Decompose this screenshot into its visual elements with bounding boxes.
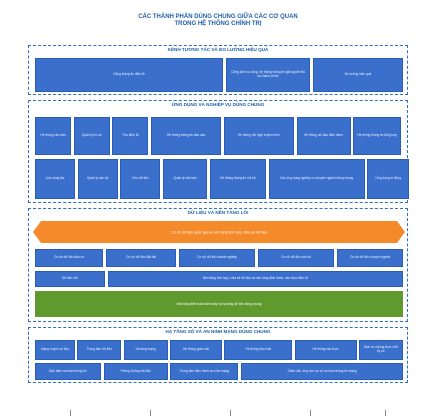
application-box-row1-7: Hệ thống thông tin tổng hợp <box>353 117 402 155</box>
data-box-3: Cơ sở dữ liệu doanh nghiệp <box>179 249 255 267</box>
application-box-row2-3: Kho dữ liệu <box>120 159 161 199</box>
infrastructure-box-row1-2: Trung tâm dữ liệu <box>77 340 122 360</box>
interaction-section: KÊNH TƯƠNG TÁC VÀ ĐO LƯỜNG HIỆU QUẢ Cổng… <box>28 45 408 95</box>
data-platform-arrow <box>33 221 405 243</box>
infrastructure-box-row2-4: Giám sát, ứng cứu sự cố an toàn thông ti… <box>241 363 404 380</box>
bottom-tick <box>385 410 386 416</box>
data-platform-banner: Cơ sở dữ liệu quốc gia và nền tảng tích … <box>33 221 405 243</box>
data-box-5: Cơ sở dữ liệu chuyên ngành <box>337 249 403 267</box>
data-box-1: Cơ sở dữ liệu dân cư <box>35 249 103 267</box>
cloud-platform-box: Nền tảng điện toán đám mây và hạ tầng dữ… <box>35 291 403 317</box>
application-box-row2-1: Lịch công tác <box>35 159 75 199</box>
infrastructure-box-row2-2: Phòng chống mã độc <box>103 363 168 380</box>
infrastructure-box-row1-5: Hệ thống bảo mật <box>224 340 293 360</box>
application-box-row2-2: Quản lý cán bộ <box>77 159 118 199</box>
measurement-box: Đo lường hiệu quả <box>313 58 403 92</box>
application-box-row2-6: Các ứng dụng nghiệp vụ chuyên ngành dùng… <box>268 159 365 199</box>
bottom-tick <box>150 410 151 416</box>
infrastructure-box-row1-1: Mạng truyền số liệu <box>35 340 75 360</box>
applications-heading: ỨNG DỤNG VÀ NGHIỆP VỤ DÙNG CHUNG <box>171 102 265 107</box>
infrastructure-box-row1-7: Dịch vụ chứng thực chữ ký số <box>358 340 403 360</box>
open-data-box: Dữ liệu mở <box>35 271 105 287</box>
application-box-row1-2: Quản lý hồ sơ <box>73 117 110 155</box>
infrastructure-heading: HẠ TẦNG SỐ VÀ AN NINH MẠNG DÙNG CHUNG <box>165 329 271 334</box>
infrastructure-box-row2-1: Bảo đảm an toàn thông tin <box>35 363 101 380</box>
data-box-2: Cơ sở dữ liệu đất đai <box>106 249 176 267</box>
data-platform-text: Cơ sở dữ liệu quốc gia và nền tảng tích … <box>171 231 267 235</box>
infrastructure-box-row1-4: Hệ thống giám sát <box>169 340 222 360</box>
application-box-row2-5: Hệ thống thông tin nội bộ <box>209 159 266 199</box>
application-box-row2-4: Quản lý văn bản <box>163 159 208 199</box>
title-line-2: TRONG HỆ THỐNG CHÍNH TRỊ <box>174 21 262 27</box>
public-service-box: Cổng dịch vụ công, hệ thống thông tin gi… <box>226 58 310 92</box>
application-box-row1-4: Hệ thống thông tin báo cáo <box>151 117 222 155</box>
data-box-4: Cơ sở dữ liệu cán bộ <box>258 249 334 267</box>
infrastructure-box-row1-3: Hạ tầng mạng <box>123 340 168 360</box>
integration-platform-box: Nền tảng tích hợp, chia sẻ dữ liệu và nề… <box>108 271 403 287</box>
application-box-row1-1: Hệ thống văn bản <box>35 117 71 155</box>
interaction-heading: KÊNH TƯƠNG TÁC VÀ ĐO LƯỜNG HIỆU QUẢ <box>167 47 269 52</box>
infrastructure-box-row1-6: Hệ thống xác thực <box>294 340 357 360</box>
data-section: DỮ LIỆU VÀ NỀN TẢNG LÕI Cơ sở dữ liệu qu… <box>28 208 408 322</box>
infrastructure-box-row2-3: Trung tâm điều hành an ninh mạng <box>170 363 239 380</box>
title-line-1: CÁC THÀNH PHẦN DÙNG CHUNG GIỮA CÁC CƠ QU… <box>138 14 298 20</box>
bottom-tick <box>310 410 311 416</box>
application-box-row1-3: Thư điện tử <box>112 117 149 155</box>
portal-box: Cổng thông tin điện tử <box>35 58 223 92</box>
data-heading: DỮ LIỆU VÀ NỀN TẢNG LÕI <box>187 210 249 215</box>
infrastructure-section: HẠ TẦNG SỐ VÀ AN NINH MẠNG DÙNG CHUNG Mạ… <box>28 327 408 383</box>
application-box-row2-7: Ứng dụng di động <box>367 159 410 199</box>
bottom-tick <box>70 410 71 416</box>
applications-section: ỨNG DỤNG VÀ NGHIỆP VỤ DÙNG CHUNG Hệ thốn… <box>28 100 410 203</box>
application-box-row1-5: Hệ thống hội nghị truyền hình <box>223 117 294 155</box>
bottom-tick <box>230 410 231 416</box>
application-box-row1-6: Hệ thống chỉ đạo điều hành <box>296 117 351 155</box>
